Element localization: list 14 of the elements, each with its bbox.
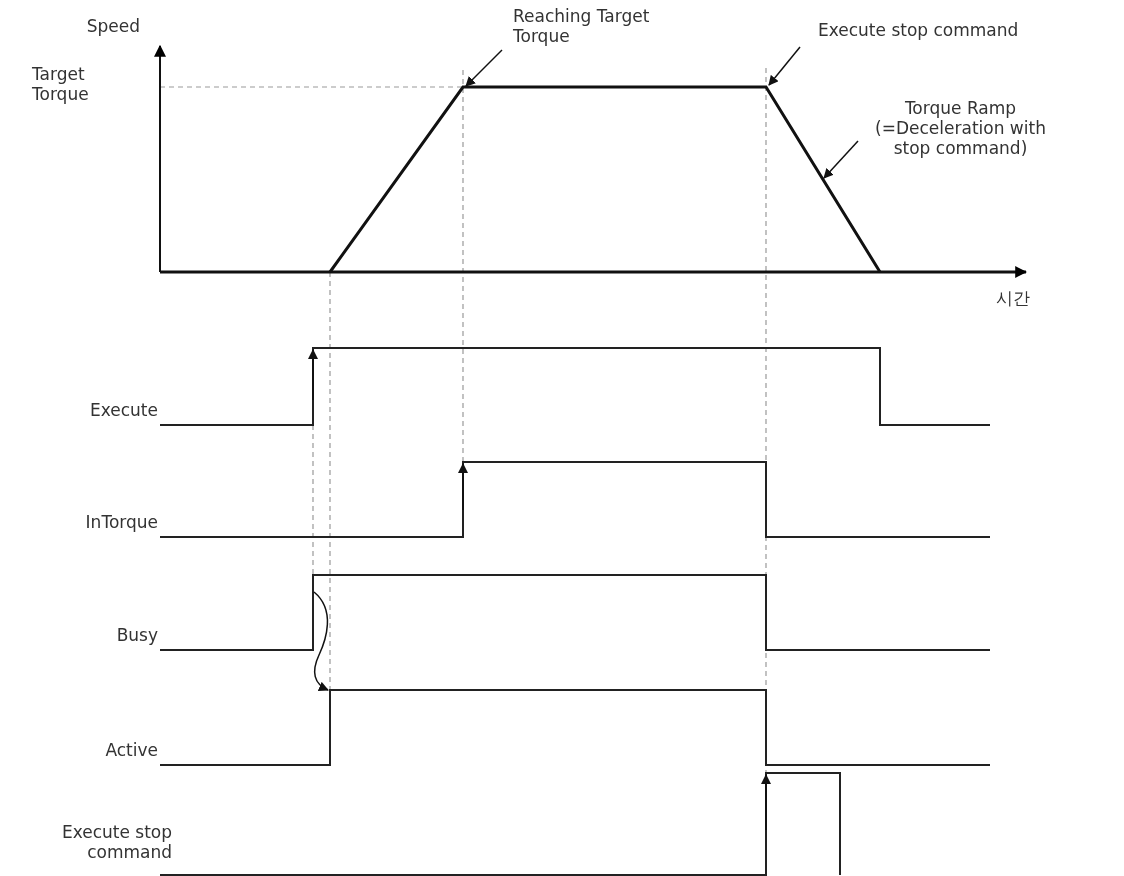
axis-label: 시간 — [995, 288, 1030, 308]
signal-label: InTorque — [84, 512, 158, 532]
signal-label: Active — [104, 740, 158, 760]
level-label: Target Torque — [32, 64, 90, 104]
signal-label: Execute — [89, 400, 158, 420]
callout-text: Reaching Target Torque — [513, 6, 663, 46]
leader-arrow — [823, 140, 859, 179]
signal-label: Busy — [115, 625, 158, 645]
signal-label: Execute stop command — [60, 822, 172, 862]
leader-arrow — [465, 49, 503, 87]
leader-arrow — [768, 46, 801, 86]
callout-text: Torque Ramp (=Deceleration with stop command) — [868, 98, 1053, 158]
callout-text: Execute stop command — [818, 20, 1118, 40]
axis-label: Speed — [85, 16, 140, 36]
